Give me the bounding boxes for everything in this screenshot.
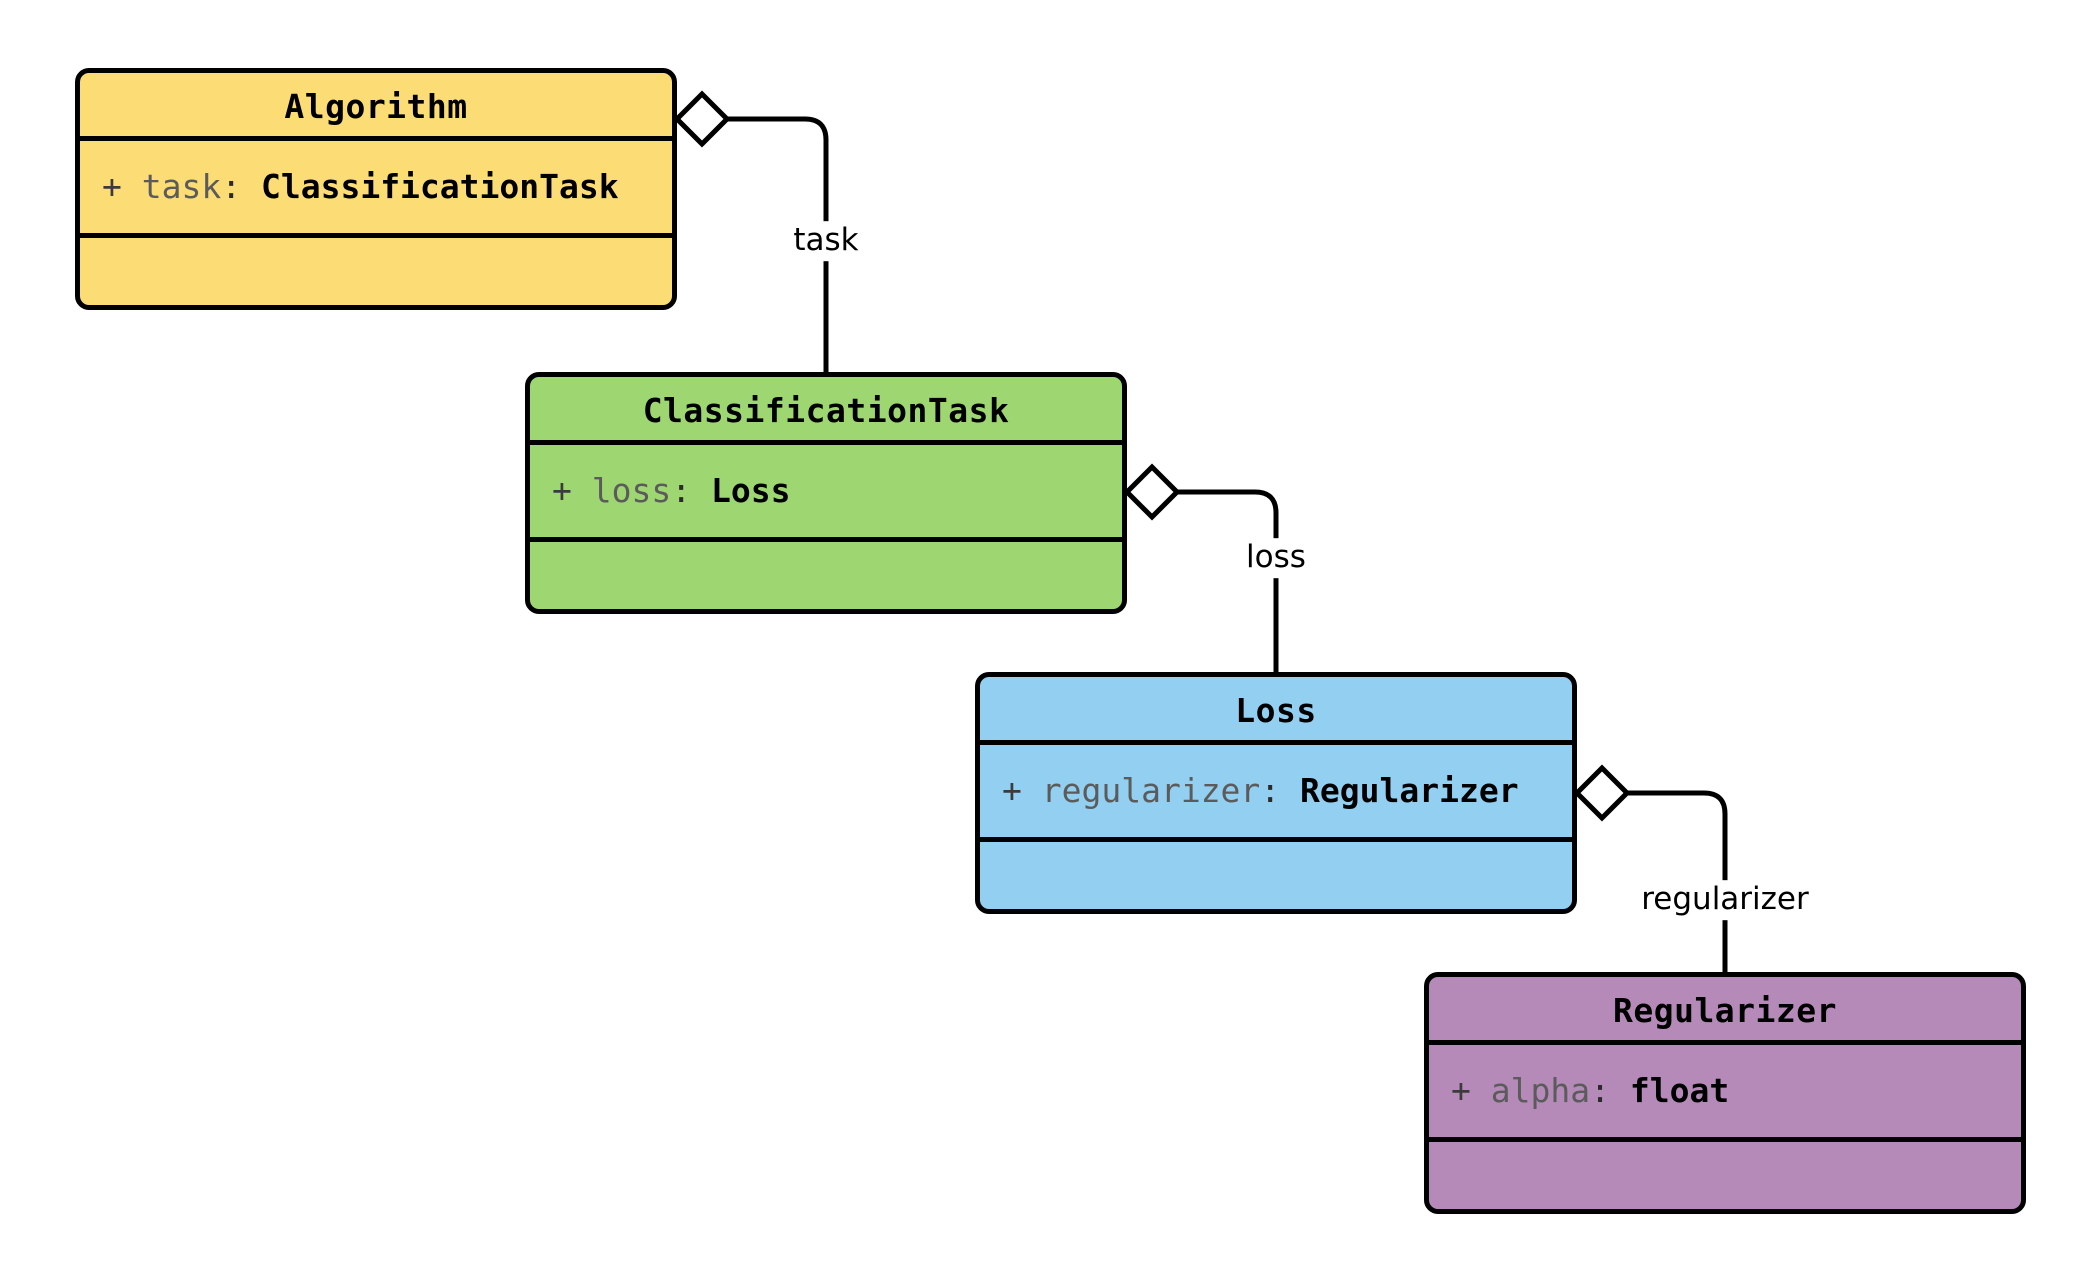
attribute-row: + loss: Loss	[552, 470, 1122, 510]
edge-label-task: task	[787, 221, 865, 261]
class-title-classification-task: ClassificationTask	[530, 377, 1122, 445]
attribute-row: + alpha: float	[1451, 1070, 2021, 1110]
class-attributes-regularizer: + alpha: float	[1429, 1045, 2021, 1142]
attribute-separator: :	[1590, 1070, 1610, 1110]
class-title-algorithm: Algorithm	[80, 73, 672, 141]
attribute-visibility: +	[1451, 1070, 1471, 1110]
class-title-regularizer: Regularizer	[1429, 977, 2021, 1045]
class-box-classification-task[interactable]: ClassificationTask + loss: Loss	[525, 372, 1127, 614]
class-methods-regularizer	[1429, 1142, 2021, 1209]
attribute-name: loss	[591, 470, 672, 510]
class-methods-loss	[980, 842, 1572, 909]
attribute-type: float	[1629, 1070, 1730, 1110]
attribute-name: task	[141, 166, 222, 206]
attribute-type: Loss	[710, 470, 791, 510]
class-methods-algorithm	[80, 238, 672, 305]
class-box-regularizer[interactable]: Regularizer + alpha: float	[1424, 972, 2026, 1214]
class-title-loss: Loss	[980, 677, 1572, 745]
attribute-row: + task: ClassificationTask	[102, 166, 672, 206]
attribute-separator: :	[1260, 770, 1281, 810]
attribute-row: + regularizer: Regularizer	[1002, 770, 1572, 810]
attribute-name: alpha	[1490, 1070, 1591, 1110]
edge-label-loss: loss	[1240, 538, 1312, 578]
attribute-separator: :	[671, 470, 692, 510]
edge-regularizer	[1573, 764, 1728, 972]
edge-label-regularizer: regularizer	[1635, 880, 1815, 920]
attribute-type: ClassificationTask	[260, 166, 619, 206]
attribute-separator: :	[221, 166, 242, 206]
class-attributes-algorithm: + task: ClassificationTask	[80, 141, 672, 238]
attribute-visibility: +	[102, 166, 122, 206]
attribute-name: regularizer	[1041, 770, 1261, 810]
class-attributes-classification-task: + loss: Loss	[530, 445, 1122, 542]
class-box-loss[interactable]: Loss + regularizer: Regularizer	[975, 672, 1577, 914]
hollow-diamond-icon	[673, 90, 731, 148]
attribute-visibility: +	[1002, 770, 1022, 810]
class-attributes-loss: + regularizer: Regularizer	[980, 745, 1572, 842]
attribute-visibility: +	[552, 470, 572, 510]
attribute-type: Regularizer	[1300, 770, 1519, 810]
hollow-diamond-icon	[1573, 764, 1631, 822]
class-methods-classification-task	[530, 542, 1122, 609]
hollow-diamond-icon	[1123, 463, 1181, 521]
class-box-algorithm[interactable]: Algorithm + task: ClassificationTask	[75, 68, 677, 310]
